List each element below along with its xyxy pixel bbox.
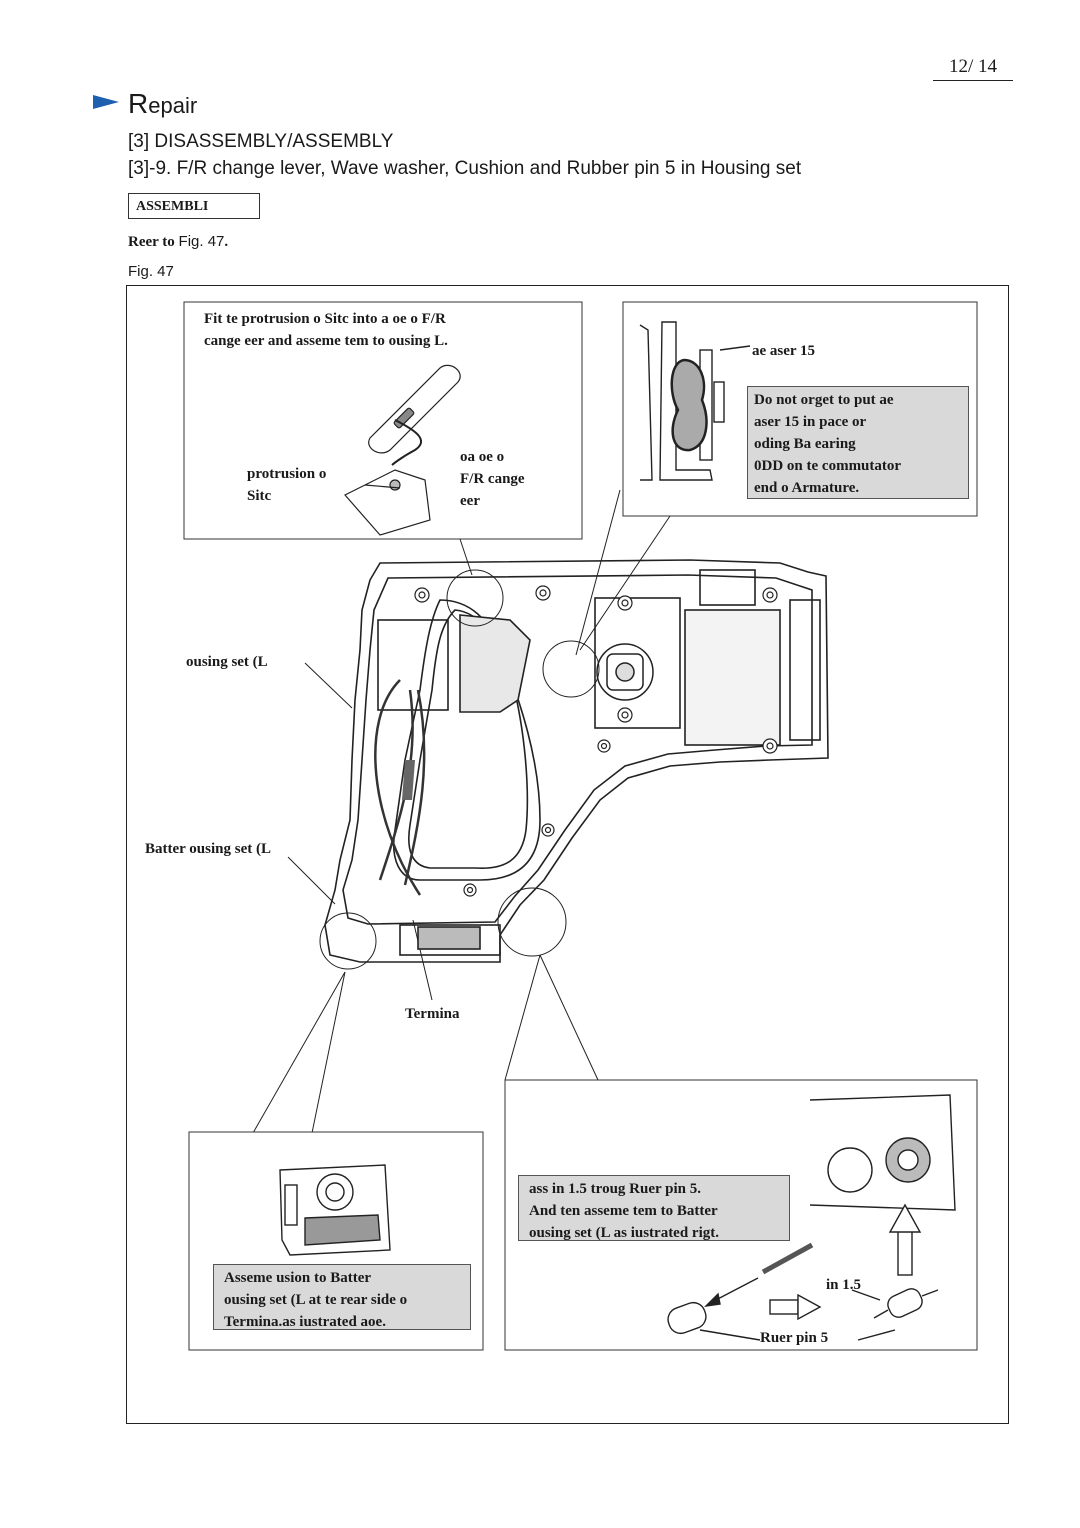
hole-label-line1: oa oe o [460, 449, 505, 465]
bearing-drawing [596, 643, 654, 701]
refer-suffix: . [224, 234, 229, 250]
cushion-note-line3: Termina.as iustrated aoe. [224, 1314, 386, 1330]
rubber-pin-label: Ruer pin 5 [760, 1330, 829, 1346]
figure-frame [126, 285, 1009, 1424]
leader-lines [252, 489, 671, 1134]
housing-set-l-drawing [324, 559, 829, 963]
rubber-pin-sketch [667, 1094, 956, 1341]
assembly-label: ASSEMBLI [128, 193, 260, 219]
screw-bosses [414, 585, 778, 897]
subsection-heading: [3]-9. F/R change lever, Wave washer, Cu… [128, 158, 802, 179]
figure-label: Fig. 47 [128, 263, 174, 280]
housing-set-label: ousing set (L [186, 654, 268, 670]
rubber-pin-note-line2: And ten asseme tem to Batter [529, 1203, 718, 1219]
battery-housing-label: Batter ousing set (L [145, 841, 271, 857]
page-number: 12/ 14 [933, 56, 1013, 81]
pin-label: in 1.5 [826, 1277, 862, 1293]
section-heading: [3] DISASSEMBLY/ASSEMBLY [128, 131, 394, 152]
hole-label-line3: eer [460, 493, 480, 509]
rubber-pin-note-line3: ousing set (L as iustrated rigt. [529, 1225, 720, 1241]
wave-washer-note-line4: 0DD on te commutator [754, 458, 902, 474]
refer-prefix: Reer to [128, 234, 175, 250]
refer-fig: Fig. 47 [178, 233, 225, 250]
cushion-sketch [279, 1164, 391, 1256]
protrusion-label-line2: Sitc [247, 488, 272, 504]
hole-label-line2: F/R cange [460, 471, 525, 487]
switch-lever-sketch [344, 364, 461, 536]
blue-triangle-arrow-icon [93, 95, 119, 109]
wave-washer-note-line3: oding Ba earing [754, 436, 856, 452]
wave-washer-sketch [639, 321, 751, 481]
detail-circles [319, 569, 600, 970]
rubber-pin-note-line1: ass in 1.5 troug Ruer pin 5. [529, 1181, 701, 1197]
switch-instruction-line1: Fit te protrusion o Sitc into a oe o F/R [204, 311, 446, 327]
protrusion-label-line1: protrusion o [247, 466, 327, 482]
terminal-label: Termina [405, 1006, 460, 1022]
wire-sleeve [402, 760, 415, 800]
title-initial: R [128, 88, 149, 119]
wave-washer-label: ae aser 15 [752, 343, 816, 359]
wave-washer-note-line1: Do not orget to put ae [754, 392, 894, 408]
title-rest: epair [148, 93, 198, 118]
rubber-pin-note: ass in 1.5 troug Ruer pin 5. And ten ass… [518, 1175, 790, 1241]
cushion-note-line1: Asseme usion to Batter [224, 1270, 372, 1286]
wave-washer-note: Do not orget to put ae aser 15 in pace o… [747, 386, 969, 499]
refer-line: Reer to Fig. 47. [128, 233, 228, 251]
cushion-note-line2: ousing set (L at te rear side o [224, 1292, 408, 1308]
wave-washer-note-line2: aser 15 in pace or [754, 414, 867, 430]
switch-instruction-line2: cange eer and asseme tem to ousing L. [204, 333, 448, 349]
cushion-note: Asseme usion to Batter ousing set (L at … [213, 1264, 471, 1330]
page-title: Repair [128, 88, 197, 120]
wave-washer-note-line5: end o Armature. [754, 480, 860, 496]
